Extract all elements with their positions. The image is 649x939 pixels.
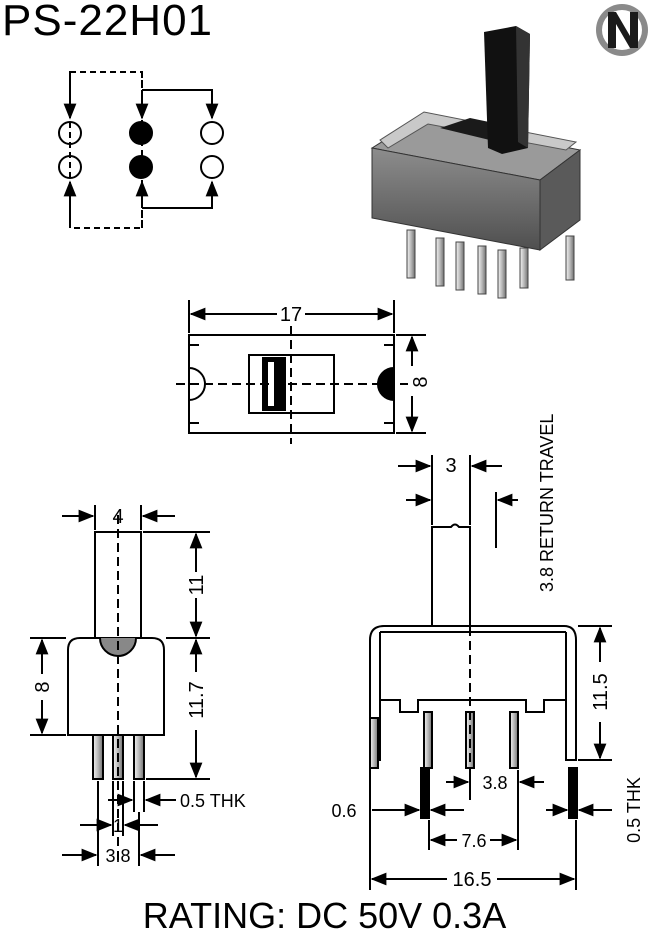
side-actuator-width-label: 4 <box>112 506 123 528</box>
return-travel-label: 3.8 RETURN TRAVEL <box>537 414 557 592</box>
circuit-schematic <box>58 71 224 229</box>
side-pin-pitch-label: 3.8 <box>105 846 130 866</box>
brand-logo-icon: N <box>596 4 648 56</box>
front-view: 3 3.8 RETURN TRAVEL 11.5 3.8 0.6 7.6 16.… <box>331 414 644 891</box>
side-pin-spacing-label: 1 <box>113 816 123 836</box>
front-body-height-label: 11.5 <box>590 673 612 710</box>
front-pin-width-label: 0.6 <box>331 801 356 821</box>
side-pin-thickness-label: 0.5 THK <box>180 791 246 811</box>
switch-3d-view <box>370 26 582 299</box>
front-overall-length-label: 16.5 <box>453 869 492 891</box>
side-view: 4 11 11.7 8 0.5 THK 1 3.8 <box>30 505 246 866</box>
side-actuator-height-label: 11 <box>186 575 208 596</box>
model-title: PS-22H01 <box>2 0 214 45</box>
front-terminal-thickness-label: 0.5 THK <box>624 777 644 843</box>
front-pin-row-span-label: 7.6 <box>461 831 486 851</box>
top-length-label: 17 <box>280 304 302 326</box>
top-view: 17 8 <box>176 300 432 444</box>
top-width-label: 8 <box>410 376 432 387</box>
side-body-height-label: 8 <box>32 681 54 692</box>
front-actuator-width-label: 3 <box>445 455 456 477</box>
rating-text: RATING: DC 50V 0.3A <box>142 895 507 936</box>
side-overall-height-label: 11.7 <box>186 681 208 718</box>
front-pin-pitch-label: 3.8 <box>482 773 507 793</box>
